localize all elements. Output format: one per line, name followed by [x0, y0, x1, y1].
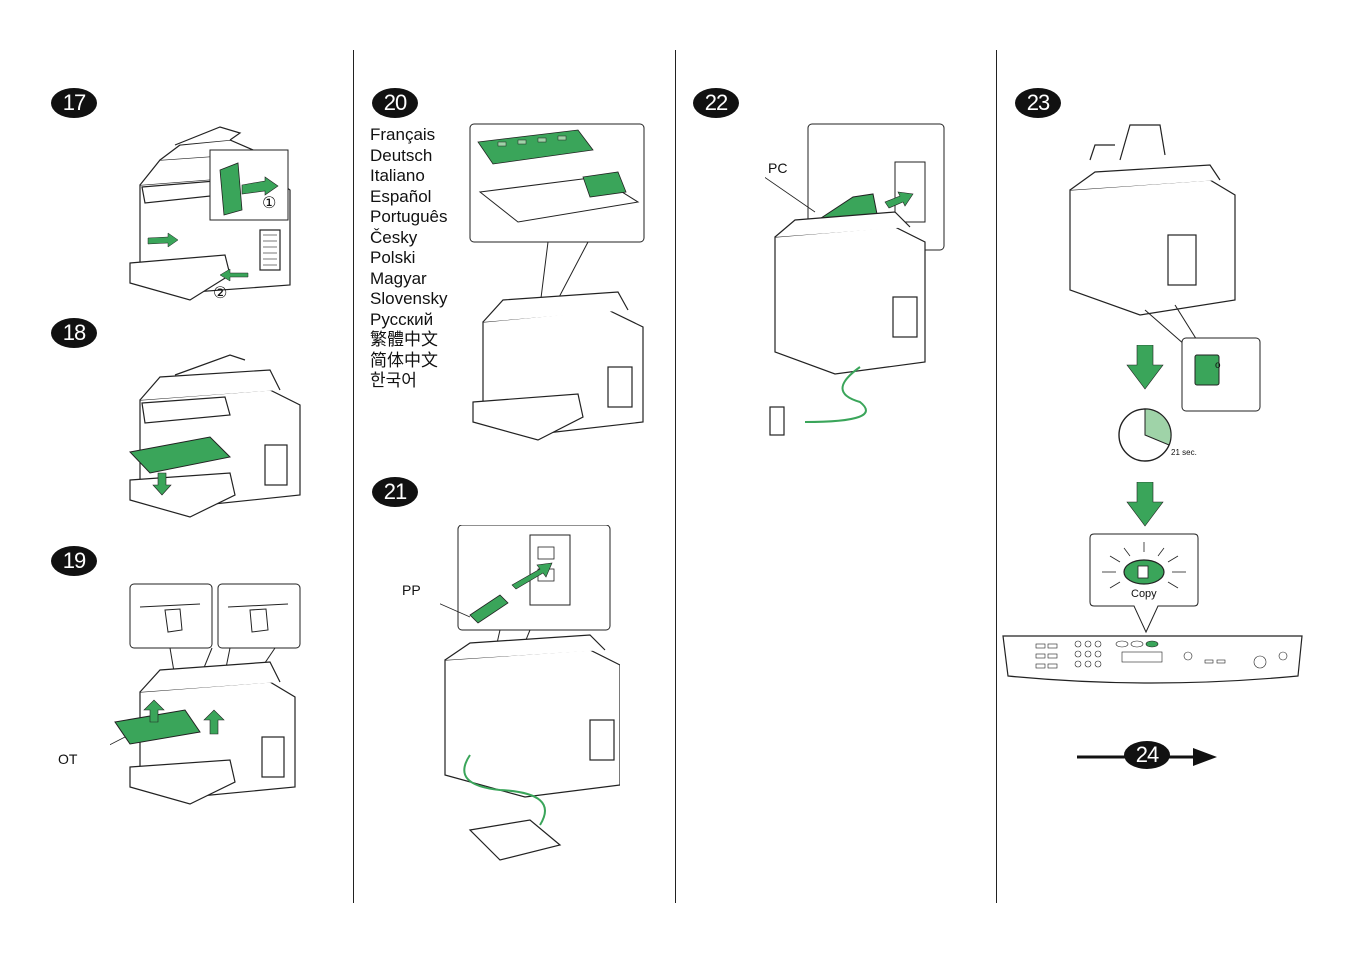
step-18-marker: 18 — [51, 318, 97, 348]
language-item: Česky — [370, 227, 418, 247]
language-item: 한국어 — [370, 371, 417, 390]
step-21-marker: 21 — [372, 477, 418, 507]
step-23-marker: 23 — [1015, 88, 1061, 118]
step-18-illustration — [129, 354, 301, 518]
language-item: Português — [370, 207, 448, 226]
language-item: Deutsch — [370, 145, 433, 165]
language-item: Français — [370, 125, 436, 144]
step-24-marker: 24 — [1124, 741, 1170, 769]
step-20-illustration — [469, 123, 645, 441]
step-17-illustration — [129, 126, 291, 301]
language-item: Español — [370, 186, 432, 206]
arrow-down-icon — [1126, 482, 1164, 527]
language-item: Slovensky — [370, 289, 448, 308]
step-20-marker: 20 — [372, 88, 418, 118]
step-17-marker: 17 — [51, 88, 97, 118]
step-19-marker: 19 — [51, 546, 97, 576]
timer-icon — [1118, 408, 1172, 462]
copy-button-callout — [1089, 533, 1199, 634]
language-item: Magyar — [370, 268, 427, 288]
column-divider-1 — [353, 50, 354, 903]
step-23-illustration — [1069, 124, 1261, 412]
arrow-down-icon — [1126, 345, 1164, 390]
ot-label: OT — [58, 751, 78, 767]
column-divider-3 — [996, 50, 997, 903]
language-item: Русский — [370, 309, 434, 329]
callout-2: ② — [213, 285, 228, 302]
step-21-illustration — [440, 525, 620, 861]
step-22-illustration — [765, 123, 945, 436]
control-panel-illustration — [1002, 635, 1303, 684]
copy-label: Copy — [1131, 588, 1157, 600]
step-19-illustration — [110, 583, 301, 805]
language-item: 繁體中文 — [370, 330, 438, 349]
column-divider-2 — [675, 50, 676, 903]
language-item: 简体中文 — [370, 350, 438, 370]
language-item: Polski — [370, 248, 416, 267]
pc-label: PC — [768, 160, 788, 176]
pp-label: PP — [402, 582, 421, 598]
step-22-marker: 22 — [693, 88, 739, 118]
language-item: Italiano — [370, 166, 425, 185]
switch-label: o — [1215, 360, 1221, 371]
timer-label: 21 sec. — [1171, 448, 1197, 457]
callout-1: ① — [262, 195, 277, 212]
language-list: Français Deutsch Italiano Español Portug… — [370, 125, 448, 392]
